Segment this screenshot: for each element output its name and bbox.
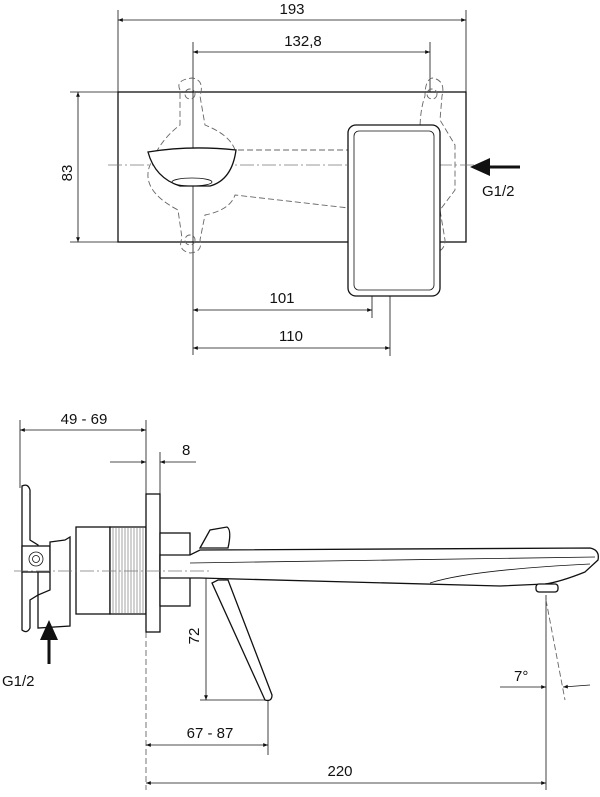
wall-plate-side [145, 493, 161, 633]
inlet-arrow-side: G1/2 [2, 620, 58, 690]
dimension-220: 220 [146, 763, 546, 785]
svg-text:72: 72 [186, 628, 203, 645]
spout-outlet [147, 147, 237, 187]
svg-text:193: 193 [279, 1, 304, 18]
lever-handle [347, 124, 441, 297]
dimension-7-degrees: 7° [500, 599, 591, 701]
dimension-72: 72 [186, 571, 208, 700]
svg-text:67 - 87: 67 - 87 [187, 725, 234, 742]
svg-text:49 - 69: 49 - 69 [61, 411, 108, 428]
dimension-67-87: 67 - 87 [146, 725, 268, 747]
dimension-110: 110 [193, 328, 390, 350]
dimension-49-69: 49 - 69 [20, 411, 146, 432]
dimension-193: 193 [118, 1, 466, 22]
valve-body [75, 526, 111, 615]
inlet-arrow-top: G1/2 [470, 158, 520, 200]
dimension-101: 101 [193, 290, 372, 312]
svg-text:132,8: 132,8 [284, 33, 322, 50]
svg-text:G1/2: G1/2 [482, 183, 515, 200]
svg-text:7°: 7° [514, 668, 528, 685]
dimension-8: 8 [110, 442, 196, 464]
lever-top [198, 526, 231, 549]
dimension-132-8: 132,8 [193, 33, 430, 54]
aerator [535, 583, 559, 593]
svg-text:8: 8 [182, 442, 190, 459]
wall-plate [117, 91, 467, 243]
top-view: 193 132,8 83 101 110 [59, 1, 520, 356]
svg-text:220: 220 [327, 763, 352, 780]
side-view: 49 - 69 8 72 67 - 87 220 7° [2, 411, 599, 790]
svg-text:110: 110 [279, 328, 303, 345]
lever-side [211, 579, 273, 702]
valve-cap [21, 545, 51, 573]
svg-text:101: 101 [269, 290, 294, 307]
valve-elbow [37, 535, 71, 629]
svg-text:G1/2: G1/2 [2, 673, 35, 690]
svg-text:83: 83 [59, 165, 76, 182]
dimension-83: 83 [59, 92, 80, 242]
